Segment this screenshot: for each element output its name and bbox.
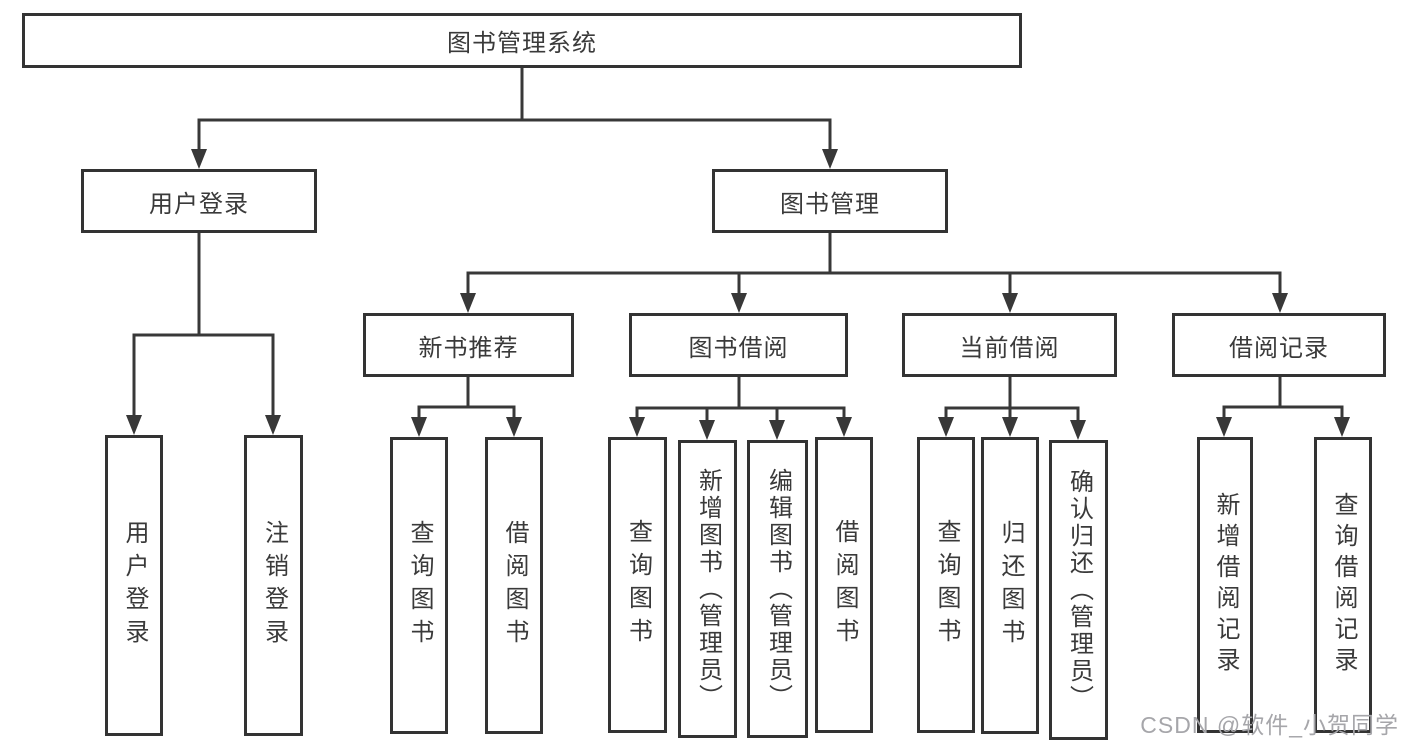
node-leaf-user-login: 用户登录 <box>105 435 163 736</box>
connector-current-borrow <box>944 377 1080 423</box>
node-cb-confirm-return-label: 确认归还（管理员） <box>1065 468 1093 712</box>
node-leaf-user-login-label: 用户登录 <box>121 519 148 652</box>
node-cb-query-book-label: 查询图书 <box>933 519 960 651</box>
node-book-borrow-label: 图书借阅 <box>688 334 789 362</box>
node-new-book-rec-label: 新书推荐 <box>418 334 519 362</box>
connector-user-login <box>132 233 275 418</box>
node-rec-borrow-book: 借阅图书 <box>485 437 543 734</box>
connector-book-mgmt <box>466 233 1282 296</box>
connector-new-book-rec <box>417 377 516 420</box>
node-user-login: 用户登录 <box>81 169 317 233</box>
node-br-add-record: 新增借阅记录 <box>1197 437 1253 733</box>
node-bb-borrow-book: 借阅图书 <box>815 437 873 733</box>
node-borrow-records-label: 借阅记录 <box>1229 334 1329 362</box>
node-bb-add-book-label: 新增图书（管理员） <box>694 467 722 711</box>
node-root-label: 图书管理系统 <box>447 30 597 57</box>
node-br-query-record: 查询借阅记录 <box>1314 437 1372 733</box>
node-br-query-record-label: 查询借阅记录 <box>1330 492 1357 678</box>
connector-root <box>197 68 832 152</box>
node-rec-query-book-label: 查询图书 <box>406 519 433 652</box>
node-cb-confirm-return: 确认归还（管理员） <box>1049 440 1108 740</box>
node-user-login-label: 用户登录 <box>149 190 249 218</box>
node-cb-return-book-label: 归还图书 <box>997 519 1024 652</box>
node-bb-edit-book-label: 编辑图书（管理员） <box>764 467 792 711</box>
node-bb-edit-book: 编辑图书（管理员） <box>747 440 808 738</box>
node-borrow-records: 借阅记录 <box>1172 313 1386 377</box>
node-new-book-rec: 新书推荐 <box>363 313 574 377</box>
node-bb-borrow-book-label: 借阅图书 <box>831 519 858 651</box>
node-rec-borrow-book-label: 借阅图书 <box>501 519 528 652</box>
node-cb-return-book: 归还图书 <box>981 437 1039 734</box>
node-rec-query-book: 查询图书 <box>390 437 448 734</box>
node-cb-query-book: 查询图书 <box>917 437 975 733</box>
node-leaf-logout-label: 注销登录 <box>260 519 288 652</box>
node-root: 图书管理系统 <box>22 13 1022 68</box>
node-bb-query-book-label: 查询图书 <box>624 519 652 651</box>
arrowheads <box>126 149 1350 440</box>
node-current-borrow-label: 当前借阅 <box>959 334 1060 362</box>
node-leaf-logout: 注销登录 <box>244 435 303 736</box>
node-bb-query-book: 查询图书 <box>608 437 667 733</box>
connector-book-borrow <box>635 377 846 423</box>
node-book-mgmt: 图书管理 <box>712 169 948 233</box>
node-current-borrow: 当前借阅 <box>902 313 1117 377</box>
node-bb-add-book: 新增图书（管理员） <box>678 440 737 738</box>
node-book-borrow: 图书借阅 <box>629 313 848 377</box>
node-book-mgmt-label: 图书管理 <box>780 190 880 218</box>
connector-borrow-records <box>1222 377 1344 420</box>
node-br-add-record-label: 新增借阅记录 <box>1212 492 1239 678</box>
